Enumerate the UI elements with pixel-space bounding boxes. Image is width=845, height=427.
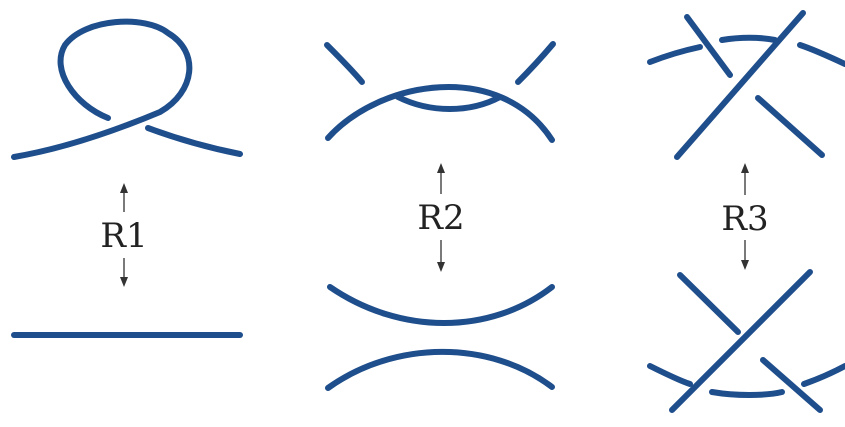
r2-under-arc-right (515, 41, 556, 85)
r2-before-crossings (324, 41, 556, 143)
r1-loop-over-strand (11, 18, 193, 160)
r2-lower-arc (325, 348, 555, 391)
r3-panel: R3 (647, 10, 845, 413)
r2-under-arc-left (324, 42, 365, 85)
r3-middle-diagonal-upper (684, 14, 733, 78)
r1-arrow (100, 183, 148, 287)
r3-after-middle-diagonal-lower (760, 357, 823, 413)
r3-after-bottom-strand-left (647, 363, 693, 387)
r2-panel: R2 (324, 41, 556, 391)
r2-after-separate-arcs (325, 284, 555, 391)
r2-over-arc (325, 84, 555, 143)
r3-before-triangle (647, 10, 845, 160)
r1-panel: R1 (11, 18, 243, 338)
r2-upper-arc (327, 284, 555, 326)
r3-bottom-strand-left (647, 44, 703, 65)
r3-after-over-diagonal (669, 269, 813, 413)
r3-after-triangle (647, 269, 845, 413)
r3-after-middle-diagonal-upper (677, 272, 741, 335)
r3-label: R3 (721, 199, 768, 239)
r1-before-loop (11, 18, 243, 160)
r3-over-diagonal (674, 10, 806, 160)
r3-after-bottom-strand-right (801, 363, 845, 387)
r2-arrow (415, 163, 467, 272)
r1-label: R1 (100, 216, 147, 256)
r3-bottom-strand-right (797, 42, 845, 67)
r3-middle-diagonal-lower (755, 95, 825, 158)
r3-arrow (720, 163, 772, 270)
r2-under-arc-middle (395, 94, 503, 112)
r3-bottom-strand-middle (719, 34, 778, 43)
r3-after-bottom-strand-middle (709, 389, 785, 398)
r2-label: R2 (417, 198, 464, 238)
r1-loop-under-strand (145, 125, 243, 157)
